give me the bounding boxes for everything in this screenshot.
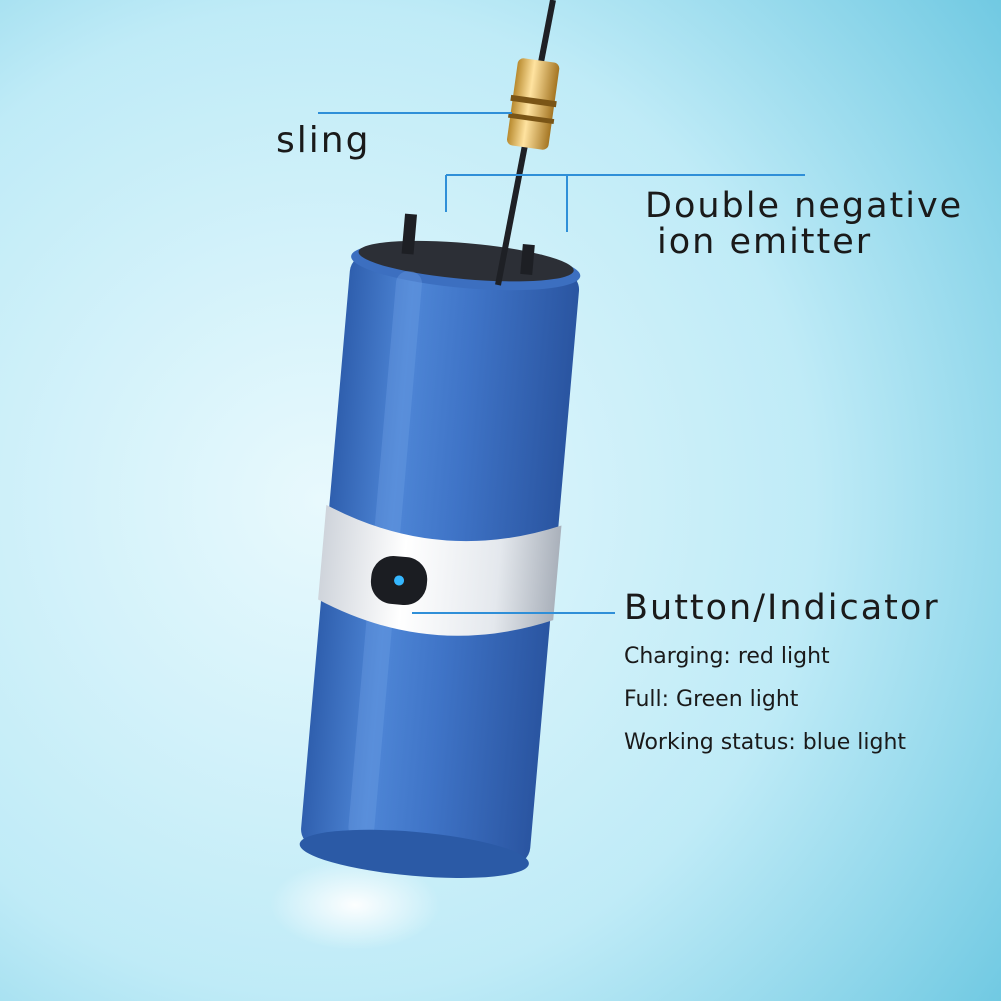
ion-emitter-label-line2: ion emitter: [657, 222, 873, 262]
status-charging: Charging: red light: [624, 644, 830, 669]
button-indicator-label: Button/Indicator: [624, 588, 940, 628]
ion-emitter-pin-left: [401, 213, 418, 255]
bottom-glow: [270, 860, 440, 950]
silver-band: [318, 504, 562, 636]
sling-label: sling: [276, 120, 371, 161]
ion-emitter-label-line1: Double negative: [645, 186, 964, 226]
status-working: Working status: blue light: [624, 730, 907, 755]
purifier-body: [299, 213, 581, 878]
ion-emitter-callout: [445, 174, 805, 232]
ion-emitter-pin-right: [520, 244, 535, 275]
status-full: Full: Green light: [624, 687, 799, 712]
indicator-light: [394, 575, 405, 586]
sling-collar: [506, 58, 560, 150]
